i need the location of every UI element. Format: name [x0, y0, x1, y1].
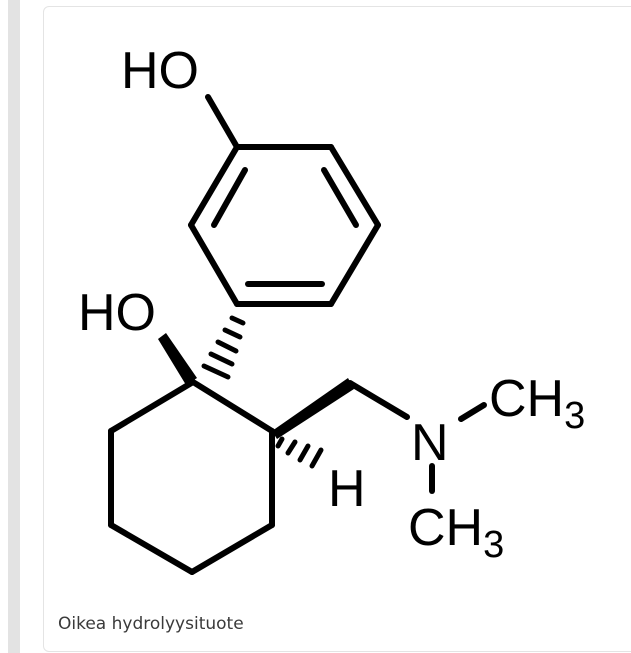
- chemical-structure-diagram: HO HO H N CH3 CH3: [78, 42, 585, 575]
- ring-bond-5: [188, 222, 240, 307]
- methyl-bottom-ch: CH: [408, 499, 483, 557]
- left-accent-bar: [8, 0, 20, 653]
- cyclo-bond-3: [189, 522, 275, 575]
- ring-double-bond-1: [321, 167, 359, 228]
- cyclohexane-ring: [108, 379, 275, 575]
- cyclo-bond-6: [108, 379, 196, 434]
- phenol-oh-label: HO: [121, 42, 199, 100]
- nitrogen-label: N: [411, 414, 449, 472]
- hashed-wedge-h: [275, 436, 324, 469]
- benzene-ring: [188, 144, 381, 307]
- phenol-o-bond: [205, 94, 240, 150]
- ring-bond-2: [328, 144, 381, 228]
- methyl-bottom-subscript: 3: [483, 524, 504, 566]
- image-caption: Oikea hydrolyysituote: [58, 614, 244, 634]
- methyl-top-label: CH3: [489, 370, 585, 437]
- solid-wedge-ch2: [272, 378, 354, 439]
- methyl-top-subscript: 3: [564, 395, 585, 437]
- ch2-n-bond: [347, 380, 410, 420]
- ring-double-bond-3: [211, 167, 248, 228]
- tertiary-oh-label: HO: [78, 284, 156, 342]
- solid-wedge-oh: [158, 333, 197, 385]
- methine-h-label: H: [328, 460, 366, 518]
- ring-bond-6: [188, 144, 240, 228]
- cyclo-bond-4: [108, 522, 195, 575]
- methyl-top-ch: CH: [489, 370, 564, 428]
- hashed-wedge-aryl: [201, 315, 246, 380]
- ring-bond-3: [328, 222, 381, 307]
- methyl-bottom-label: CH3: [408, 499, 504, 566]
- n-methyl-top-bond: [458, 402, 487, 422]
- cyclo-bond-1: [190, 379, 275, 434]
